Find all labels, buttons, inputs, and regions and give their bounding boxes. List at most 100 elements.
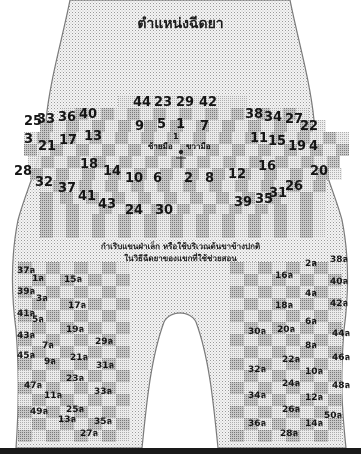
site-21-label: 21 xyxy=(38,140,56,153)
site-32-label: 32 xyxy=(35,176,53,189)
grid-tile xyxy=(116,382,130,394)
grid-tile xyxy=(230,346,244,358)
grid-tile xyxy=(328,394,342,406)
site-33-label: 33 xyxy=(37,113,55,126)
grid-tile xyxy=(230,322,244,334)
site-17-label: 17 xyxy=(59,134,77,147)
thigh-l-48-label: 48ล xyxy=(332,382,350,391)
site-11-label: 11 xyxy=(250,132,268,145)
grid-tile xyxy=(210,156,223,168)
navel-left-label: ซ้ายมือ xyxy=(148,140,173,153)
thigh-r-47-label: 47ล xyxy=(24,382,42,391)
grid-tile xyxy=(115,144,128,156)
grid-tile xyxy=(190,204,203,214)
grid-tile xyxy=(89,144,102,156)
thigh-r-29-label: 29ล xyxy=(95,338,113,347)
thigh-l-10-label: 10ล xyxy=(305,368,323,377)
grid-tile xyxy=(88,346,102,358)
grid-tile xyxy=(102,298,116,310)
grid-tile xyxy=(230,286,244,298)
site-10-label: 10 xyxy=(125,172,143,185)
thigh-r-9-label: 9ล xyxy=(44,358,56,367)
grid-tile xyxy=(88,322,102,334)
site-5-label: 5 xyxy=(157,118,166,131)
grid-tile xyxy=(232,132,245,144)
thigh-r-43-label: 43ล xyxy=(17,332,35,341)
grid-tile xyxy=(244,274,258,286)
grid-tile xyxy=(128,144,141,156)
grid-tile xyxy=(116,394,130,406)
site-18-label: 18 xyxy=(80,158,98,171)
grid-tile xyxy=(116,346,130,358)
thigh-r-17-label: 17ล xyxy=(68,302,86,311)
grid-tile xyxy=(286,334,300,346)
grid-tile xyxy=(116,418,130,430)
grid-tile xyxy=(116,358,130,370)
navel-icon xyxy=(179,150,183,154)
site-3-label: 3 xyxy=(24,133,33,146)
thigh-l-28-label: 28ล xyxy=(280,430,298,439)
grid-tile xyxy=(300,406,314,418)
thigh-r-23-label: 23ล xyxy=(66,375,84,384)
navel-number: 1 xyxy=(173,132,179,141)
grid-tile xyxy=(41,156,54,168)
thigh-r-19-label: 19ล xyxy=(66,326,84,335)
grid-tile xyxy=(230,274,244,286)
grid-tile xyxy=(60,310,74,322)
grid-tile xyxy=(258,298,272,310)
thigh-r-1-label: 1ล xyxy=(32,275,44,284)
site-24-label: 24 xyxy=(125,204,143,217)
grid-tile xyxy=(230,298,244,310)
site-19-label: 19 xyxy=(288,140,306,153)
grid-tile xyxy=(300,274,314,286)
grid-tile xyxy=(46,322,60,334)
bottom-border xyxy=(0,448,361,454)
grid-tile xyxy=(116,310,130,322)
grid-tile xyxy=(248,180,261,192)
thigh-r-7-label: 7ล xyxy=(42,342,54,351)
grid-tile xyxy=(328,430,342,442)
site-42-label: 42 xyxy=(199,96,217,109)
thigh-r-25-label: 25ล xyxy=(66,406,84,415)
site-26-label: 26 xyxy=(285,180,303,193)
grid-tile xyxy=(105,180,118,192)
grid-tile xyxy=(314,298,328,310)
grid-tile xyxy=(132,156,145,168)
thigh-l-42-label: 42ล xyxy=(330,300,348,309)
grid-tile xyxy=(102,346,116,358)
grid-tile xyxy=(230,358,244,370)
site-20-label: 20 xyxy=(310,165,328,178)
grid-tile xyxy=(258,430,272,442)
grid-tile xyxy=(219,144,232,156)
grid-tile xyxy=(258,346,272,358)
site-6-label: 6 xyxy=(153,172,162,185)
grid-tile xyxy=(46,430,60,442)
grid-tile xyxy=(102,144,115,156)
grid-tile xyxy=(232,144,245,156)
site-36-label: 36 xyxy=(58,111,76,124)
grid-tile xyxy=(76,144,89,156)
grid-tile xyxy=(244,346,258,358)
grid-tile xyxy=(102,430,116,442)
thigh-l-2-label: 2ล xyxy=(305,260,317,269)
site-30-label: 30 xyxy=(155,204,173,217)
grid-tile xyxy=(314,274,328,286)
site-9-label: 9 xyxy=(135,120,144,133)
grid-tile xyxy=(230,334,244,346)
site-7-label: 7 xyxy=(200,120,209,133)
site-23-label: 23 xyxy=(154,96,172,109)
grid-tile xyxy=(190,192,203,204)
thigh-l-26-label: 26ล xyxy=(282,406,300,415)
grid-tile xyxy=(102,310,116,322)
grid-tile xyxy=(230,310,244,322)
grid-tile xyxy=(219,132,232,144)
grid-tile xyxy=(313,180,326,192)
grid-tile xyxy=(46,310,60,322)
site-37-label: 37 xyxy=(58,182,76,195)
grid-tile xyxy=(116,274,130,286)
site-12-label: 12 xyxy=(228,168,246,181)
grid-tile xyxy=(88,370,102,382)
thigh-l-14-label: 14ล xyxy=(305,420,323,429)
